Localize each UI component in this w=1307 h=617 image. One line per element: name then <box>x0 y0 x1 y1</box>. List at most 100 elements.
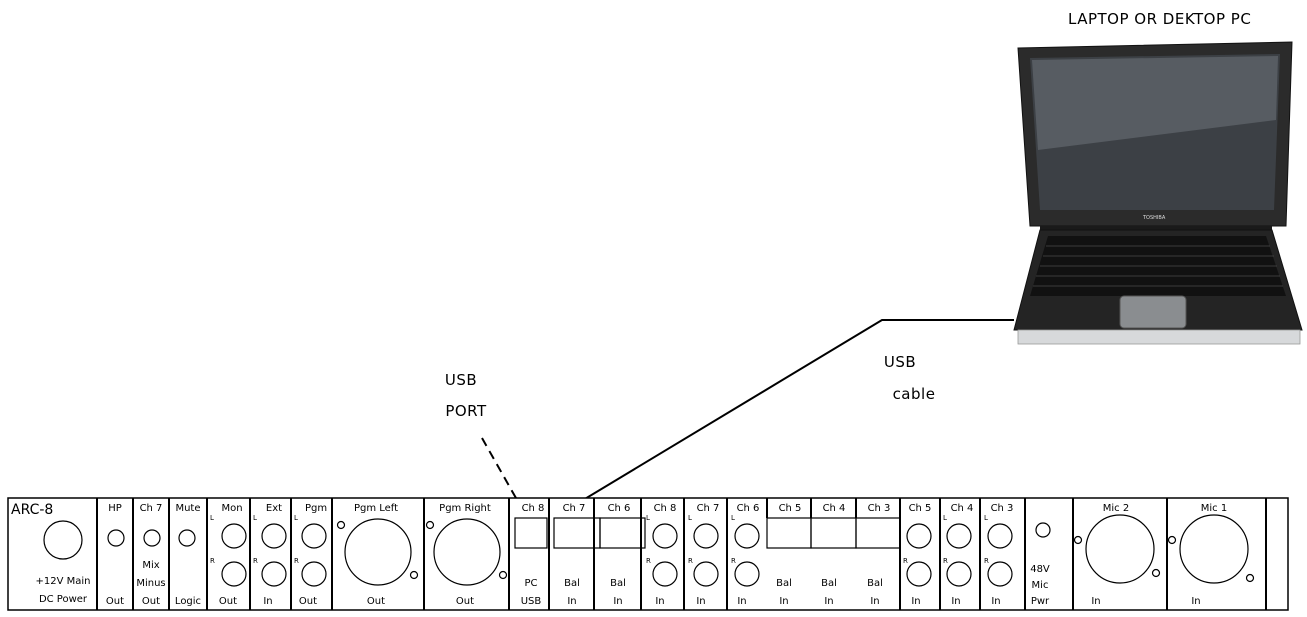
arc8-rear-panel: ARC-8 +12V Main DC Power HP Out Ch 7 Mix… <box>7 497 1289 611</box>
pgm-left-xlr <box>344 518 412 586</box>
dc-power-label-1: +12V Main <box>36 576 91 587</box>
mon-r-jack <box>221 561 247 587</box>
rca-ch6-l: L <box>731 514 735 522</box>
mic1-label: Mic 1 <box>1201 503 1227 514</box>
rca-ch5-r-jack <box>906 561 932 587</box>
rca-ch5-label: Ch 5 <box>909 503 932 514</box>
mix-label: Mix <box>142 560 159 571</box>
laptop-front-edge <box>1017 329 1301 345</box>
rca-ch5-l-jack <box>906 523 932 549</box>
pgm-out-label: Out <box>299 596 317 607</box>
ch7-mix-minus-jack <box>143 529 161 547</box>
rca-ch6-r-jack <box>734 561 760 587</box>
usb-port-label-2: PORT <box>445 402 487 420</box>
pc-usb-ch8-label: Ch 8 <box>522 503 545 514</box>
bal-ch5-label: Ch 5 <box>779 503 802 514</box>
bal-ch4-label: Ch 4 <box>823 503 846 514</box>
pgm-left-label: Pgm Left <box>354 503 398 514</box>
panel-outline <box>7 497 1289 611</box>
mic2-xlr-screw <box>1151 568 1161 578</box>
usb-port-callout: USB PORT <box>445 371 526 515</box>
rca-ch4-r: R <box>943 557 948 565</box>
mic1-xlr-screw <box>1245 573 1255 583</box>
bal-ch7-label: Ch 7 <box>563 503 586 514</box>
laptop-screen-glare <box>1032 56 1278 150</box>
rca-ch4-l-jack <box>946 523 972 549</box>
ext-r: R <box>253 557 258 565</box>
pgm-label: Pgm <box>305 503 327 514</box>
mon-l-jack <box>221 523 247 549</box>
rca-ch7-l-jack <box>693 523 719 549</box>
rca-ch3-label: Ch 3 <box>991 503 1014 514</box>
bal-ch3-jack <box>855 517 901 549</box>
pgm-right-xlr-latch <box>425 520 435 530</box>
bal-ch7-in: In <box>567 596 576 607</box>
bal-ch5-in: In <box>779 596 788 607</box>
rca-ch6-r: R <box>731 557 736 565</box>
ch7-mix-label: Ch 7 <box>140 503 163 514</box>
rca-ch8-r: R <box>646 557 651 565</box>
rca-ch4-l: L <box>943 514 947 522</box>
mic2-xlr <box>1085 514 1155 584</box>
ext-r-jack <box>261 561 287 587</box>
dc-power-jack <box>43 520 83 560</box>
pgm-right-out-label: Out <box>456 596 474 607</box>
pgm-right-xlr-screw <box>498 570 508 580</box>
mic1-xlr <box>1179 514 1249 584</box>
ext-l: L <box>253 514 257 522</box>
hp-jack <box>107 529 125 547</box>
mic2-in-label: In <box>1091 596 1100 607</box>
mic-power-switch <box>1035 522 1051 538</box>
minus-label: Minus <box>136 578 165 589</box>
usb-cable-label-2: cable <box>893 385 936 403</box>
bal-ch6-label: Ch 6 <box>608 503 631 514</box>
rca-ch3-in: In <box>991 596 1000 607</box>
ext-in-label: In <box>263 596 272 607</box>
mute-label: Mute <box>175 503 200 514</box>
rca-ch7-r: R <box>688 557 693 565</box>
rca-ch7-in: In <box>696 596 705 607</box>
rca-ch8-in: In <box>655 596 664 607</box>
rca-ch6-in: In <box>737 596 746 607</box>
pgm-l-jack <box>301 523 327 549</box>
usb-cable: USB cable <box>529 319 1014 533</box>
rca-ch7-l: L <box>688 514 692 522</box>
laptop-brand: TOSHIBA <box>1142 215 1166 221</box>
usb-port-label-1: USB <box>445 371 477 389</box>
mic-power-48v: 48V <box>1030 564 1050 575</box>
bal-ch3-in: In <box>870 596 879 607</box>
bal-ch6-jack <box>599 517 646 549</box>
rca-ch4-r-jack <box>946 561 972 587</box>
laptop-caption: LAPTOP OR DEKTOP PC <box>1068 10 1251 28</box>
bal-ch3-bal: Bal <box>867 578 883 589</box>
laptop-touchpad <box>1119 295 1187 329</box>
pgm-left-xlr-screw <box>409 570 419 580</box>
mic-power-pwr: Pwr <box>1031 596 1050 607</box>
rca-ch6-label: Ch 6 <box>737 503 760 514</box>
pc-usb-port <box>514 517 548 549</box>
rca-ch5-in: In <box>911 596 920 607</box>
rca-ch4-label: Ch 4 <box>951 503 974 514</box>
usb-label: USB <box>521 596 542 607</box>
pgm-left-out-label: Out <box>367 596 385 607</box>
ext-l-jack <box>261 523 287 549</box>
pgm-right-label: Pgm Right <box>439 503 491 514</box>
rca-ch3-r-jack <box>987 561 1013 587</box>
mic-power-mic: Mic <box>1032 580 1049 591</box>
bal-ch4-bal: Bal <box>821 578 837 589</box>
mic2-xlr-latch <box>1073 535 1083 545</box>
laptop-illustration: LAPTOP OR DEKTOP PC TOSHIBA <box>1013 10 1303 345</box>
hp-label: HP <box>108 503 122 514</box>
mute-logic-jack <box>178 529 196 547</box>
mic1-in-label: In <box>1191 596 1200 607</box>
logic-label: Logic <box>175 596 201 607</box>
rca-ch7-label: Ch 7 <box>697 503 720 514</box>
mon-l: L <box>210 514 214 522</box>
mic1-xlr-latch <box>1167 535 1177 545</box>
panel-dividers <box>96 498 1267 610</box>
rca-ch6-l-jack <box>734 523 760 549</box>
rca-ch3-l-jack <box>987 523 1013 549</box>
hp-out-label: Out <box>106 596 124 607</box>
rca-ch3-l: L <box>984 514 988 522</box>
